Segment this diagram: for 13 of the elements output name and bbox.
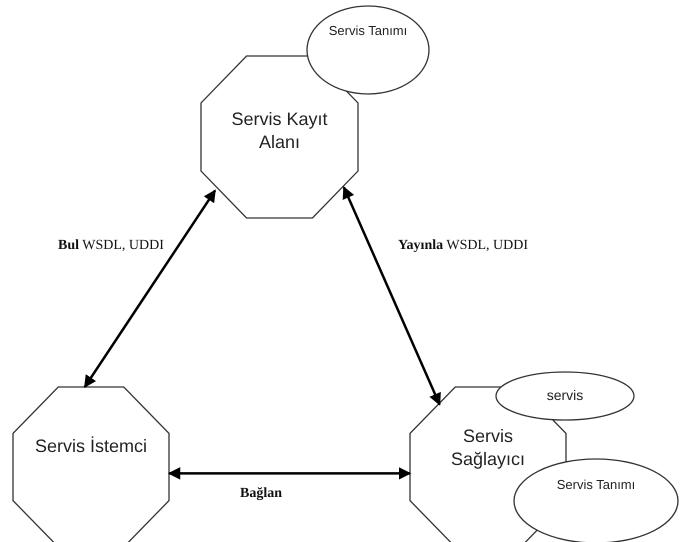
node-label: Servis Sağlayıcı: [450, 425, 526, 472]
octagon-node: [13, 387, 169, 542]
ellipse-node: [495, 371, 635, 421]
node-label: Servis Tanımı: [556, 477, 636, 494]
node-label: Servis Tanımı: [328, 23, 408, 40]
ellipse-node: [306, 5, 430, 95]
node-label: Servis İstemci: [34, 435, 148, 458]
node-label: Servis Kayıt Alanı: [230, 108, 329, 154]
octagon-node: [201, 56, 358, 218]
double-arrow: [168, 467, 412, 480]
node-label: servis: [546, 386, 584, 404]
double-arrow: [342, 186, 441, 406]
double-arrow: [84, 189, 216, 388]
